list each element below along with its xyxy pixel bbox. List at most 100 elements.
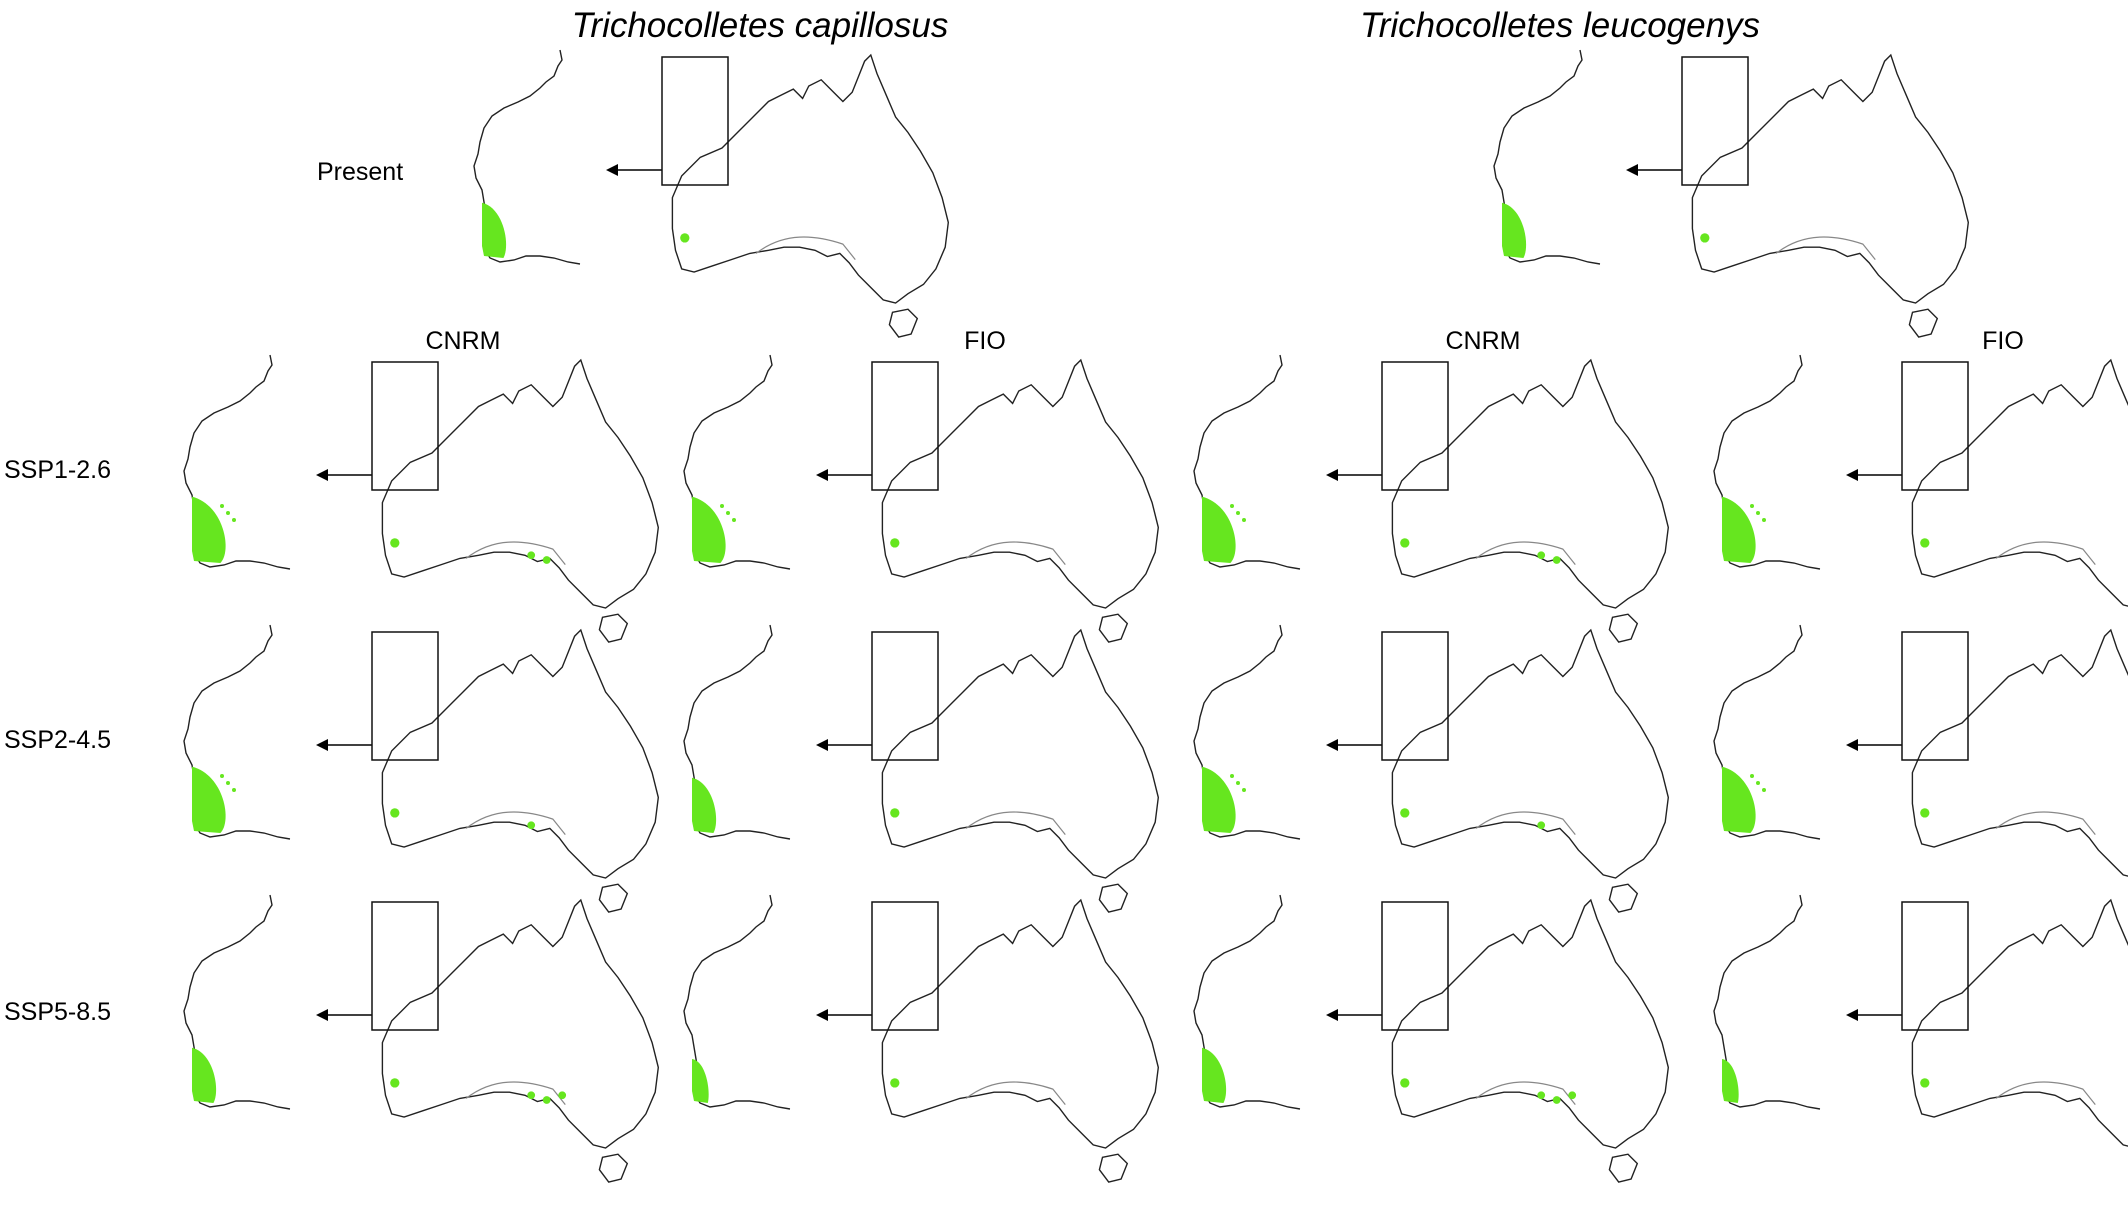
wa-zoom-map [1493, 49, 1601, 265]
suitable-patch-east [1552, 1096, 1561, 1104]
australia-coastline [881, 628, 1160, 879]
suitable-habitat-wa [1722, 1059, 1739, 1103]
suitable-patch [702, 503, 706, 507]
suitable-patch [1230, 774, 1234, 778]
suitable-patch-east [527, 551, 536, 560]
wa-coastline [473, 49, 581, 265]
australia-coastline [381, 628, 660, 879]
arrow-icon [1846, 739, 1902, 751]
inset-box [371, 631, 439, 761]
map-svg [473, 49, 950, 338]
map-panel-capillosus-ssp245-cnrm [150, 624, 670, 950]
map-panel-leucogenys-ssp245-fio [1680, 624, 2128, 950]
arrow-icon [816, 469, 872, 481]
suitable-patch [732, 518, 736, 522]
wa-coastline [183, 354, 291, 570]
map-panel-leucogenys-ssp245-cnrm [1160, 624, 1680, 950]
suitable-patch [1756, 511, 1760, 515]
tasmania-coastline [1098, 1153, 1129, 1183]
biogeographic-boundary [1475, 1081, 1576, 1105]
suitable-patch [1732, 773, 1736, 777]
inset-box [1901, 361, 1969, 491]
species-title-leucogenys: Trichocolletes leucogenys [1359, 6, 1761, 45]
wa-zoom-map [1713, 624, 1821, 840]
suitable-patch [214, 787, 218, 791]
wa-zoom-map [683, 894, 791, 1110]
suitable-patch [1756, 781, 1760, 785]
australia-map [881, 358, 1160, 643]
suitable-patch-east [1537, 551, 1546, 560]
wa-zoom-map [183, 624, 291, 840]
map-panel-capillosus-ssp585-fio [650, 894, 1170, 1220]
tasmania-coastline [598, 1153, 629, 1183]
suitable-patch [226, 511, 230, 515]
suitable-patch [208, 780, 212, 784]
arrow-icon [1326, 469, 1382, 481]
arrow-icon [316, 739, 372, 751]
wa-coastline [1713, 894, 1821, 1110]
suitable-patch [1224, 517, 1228, 521]
australia-coastline [1391, 628, 1670, 879]
map-panel-capillosus-ssp126-fio [650, 354, 1170, 680]
map-panel-leucogenys-ssp585-fio [1680, 894, 2128, 1220]
biogeographic-boundary [465, 541, 566, 565]
tasmania-coastline [598, 883, 629, 913]
tasmania-coastline [1608, 613, 1639, 643]
suitable-patch [1212, 503, 1216, 507]
suitable-patch-east [1537, 821, 1546, 830]
tasmania-coastline [598, 613, 629, 643]
map-svg [1713, 624, 2128, 877]
suitable-patch [1230, 504, 1234, 508]
suitable-patch [1738, 510, 1742, 514]
suitable-patch [1750, 774, 1754, 778]
suitable-patch [1732, 503, 1736, 507]
suitable-habitat-mini [680, 233, 690, 243]
wa-zoom-map [1713, 354, 1821, 570]
suitable-patch [232, 518, 236, 522]
arrow-icon [1326, 739, 1382, 751]
biogeographic-boundary [465, 811, 566, 835]
arrow-icon [1626, 164, 1682, 176]
suitable-habitat-wa [482, 202, 507, 258]
model-label-cnrm-leucogenys: CNRM [1445, 327, 1521, 355]
suitable-patch [1762, 518, 1766, 522]
australia-map [381, 358, 660, 643]
arrow-icon [1846, 1009, 1902, 1021]
map-svg [1193, 624, 1670, 913]
suitable-patch [720, 504, 724, 508]
tasmania-coastline [1608, 1153, 1639, 1183]
model-label-cnrm-capillosus: CNRM [425, 327, 501, 355]
australia-map [881, 898, 1160, 1183]
map-svg [183, 624, 660, 913]
tasmania-coastline [1908, 308, 1939, 338]
australia-coastline [671, 53, 950, 304]
wa-coastline [683, 894, 791, 1110]
arrow-icon [816, 739, 872, 751]
arrow-icon [606, 164, 662, 176]
row-label-ssp245: SSP2-4.5 [4, 726, 112, 754]
arrow-icon [1846, 469, 1902, 481]
suitable-patch [1218, 780, 1222, 784]
suitable-patch [1744, 517, 1748, 521]
suitable-patch [714, 517, 718, 521]
biogeographic-boundary [965, 1081, 1066, 1105]
biogeographic-boundary [1775, 236, 1876, 260]
suitable-habitat-mini [890, 538, 900, 548]
tasmania-coastline [1608, 883, 1639, 913]
suitable-habitat-mini [1400, 1078, 1410, 1088]
australia-map [381, 628, 660, 913]
biogeographic-boundary [1995, 1081, 2096, 1105]
biogeographic-boundary [965, 541, 1066, 565]
suitable-patch [214, 517, 218, 521]
australia-map [1391, 358, 1670, 643]
map-panel-leucogenys-ssp585-cnrm [1160, 894, 1680, 1220]
suitable-patch-east [558, 1091, 567, 1100]
map-panel-capillosus-ssp585-cnrm [150, 894, 670, 1220]
suitable-patch [232, 788, 236, 792]
suitable-habitat-wa [692, 496, 726, 563]
suitable-habitat-mini [1920, 808, 1930, 818]
australia-coastline [381, 898, 660, 1149]
australia-map [1911, 358, 2128, 607]
suitable-habitat-mini [1700, 233, 1710, 243]
inset-box [1381, 361, 1449, 491]
